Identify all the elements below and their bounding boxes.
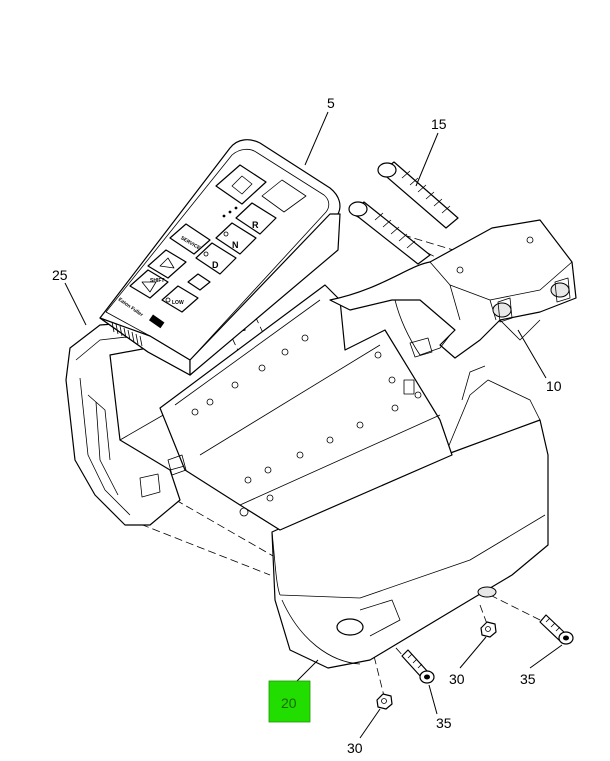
highlight-box[interactable] [268,680,311,723]
callout-labels: 5 15 25 10 30 35 35 30 [52,95,562,756]
callout-35-right: 35 [520,671,536,687]
leader-lines [64,111,563,739]
callout-25: 25 [52,267,68,283]
n-button [215,222,257,255]
upper-bracket-part-10 [329,219,577,359]
service-button [169,223,211,255]
callout-10: 10 [546,378,562,394]
d-button [195,242,237,275]
callout-30-left: 30 [347,740,363,756]
nut-part-30-left [376,693,393,710]
long-bolts-part-15 [348,161,459,265]
n-button-label: N [232,240,239,250]
shift-keypad-part-5: R N D LOW SERVICE SHIFT Eaton Fuller [99,139,341,376]
shift-label: SHIFT [150,278,164,284]
low-button-label: LOW [172,300,184,306]
keypad-vents [111,321,143,347]
r-button [235,202,277,235]
downshift-button [129,269,169,299]
callout-35-left: 35 [436,715,452,731]
highlighted-callout-20[interactable]: 20 [268,680,311,723]
callout-15: 15 [431,116,447,132]
callout-30-right: 30 [449,671,465,687]
upshift-button [147,249,187,279]
d-button-label: D [212,260,219,270]
callout-5: 5 [327,95,335,111]
bolt-part-35-left [401,649,435,684]
display-button [215,164,267,205]
r-button-label: R [252,220,259,230]
callout-20: 20 [281,695,297,711]
mounting-bracket-plate [159,284,453,531]
lower-housing-part-20 [271,365,549,669]
low-button [161,285,199,313]
nut-part-30-right [480,621,497,638]
bolt-part-35-right [539,614,574,645]
display-window [261,179,307,213]
